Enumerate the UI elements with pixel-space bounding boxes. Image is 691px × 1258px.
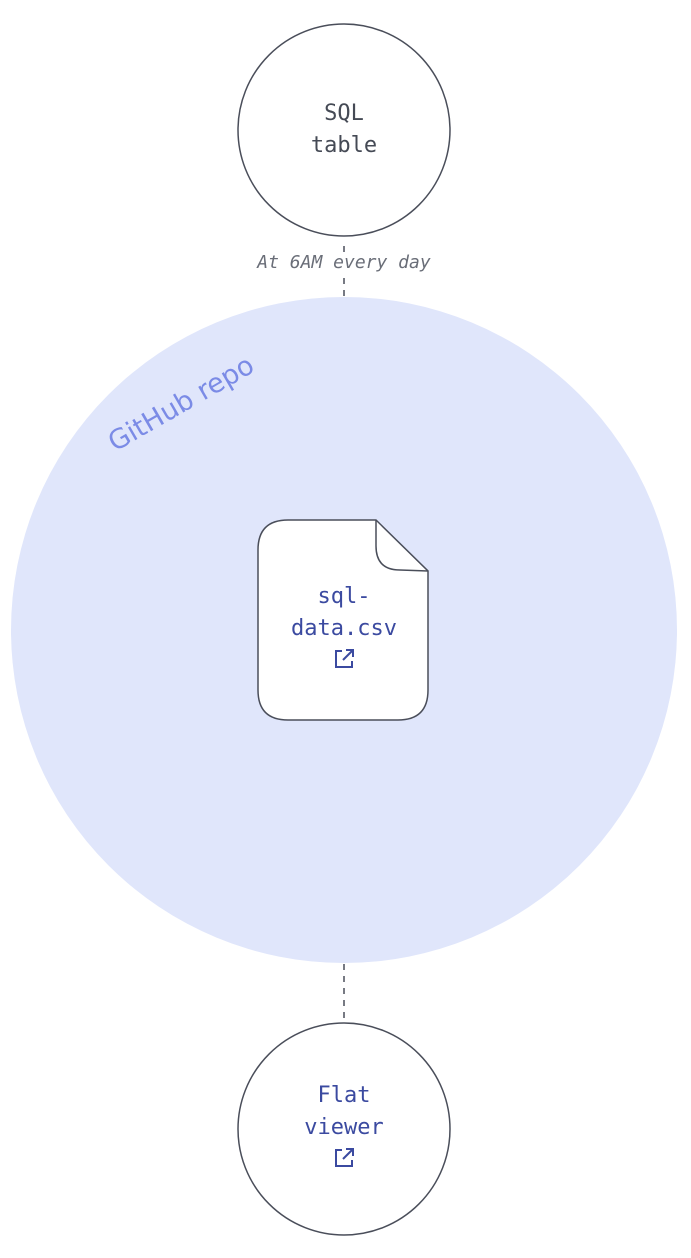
- file-label-line1: sql-: [318, 584, 371, 609]
- flat-viewer-circle: [237, 1022, 451, 1236]
- file-outline: [257, 519, 429, 721]
- sql-table-circle: [237, 23, 451, 237]
- flat-viewer-label-line1: Flat: [318, 1083, 371, 1108]
- sql-table-label-line1: SQL: [324, 101, 364, 126]
- sql-data-csv-file[interactable]: sql- data.csv: [257, 519, 429, 721]
- sql-table-node: SQL table: [237, 23, 451, 237]
- external-link-icon[interactable]: [335, 1148, 354, 1167]
- flat-viewer-label-line2: viewer: [304, 1115, 383, 1140]
- schedule-label: At 6AM every day: [256, 252, 431, 273]
- file-fold-corner: [375, 520, 429, 572]
- sql-table-label-line2: table: [311, 133, 377, 158]
- external-link-icon[interactable]: [335, 649, 354, 668]
- file-label-line2: data.csv: [291, 616, 397, 641]
- flat-viewer-node[interactable]: Flat viewer: [237, 1022, 451, 1236]
